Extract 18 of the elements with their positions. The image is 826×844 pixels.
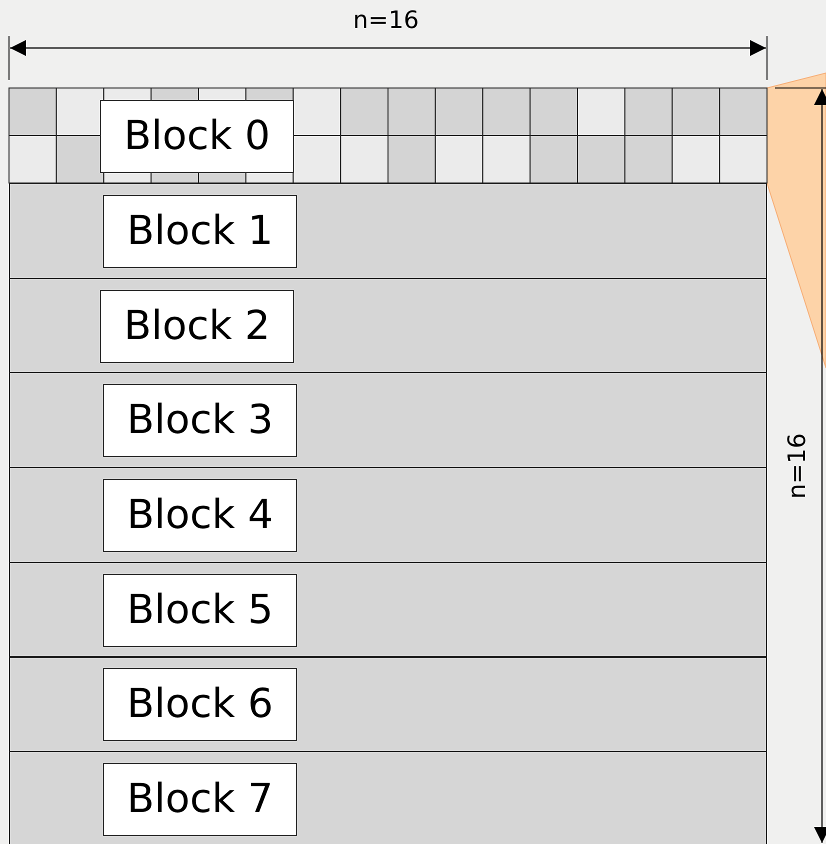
block-label: Block 6 xyxy=(103,668,297,742)
memory-block xyxy=(9,751,767,844)
memory-block xyxy=(9,372,767,468)
dimension-label: n=16 xyxy=(353,6,419,34)
block-label: Block 5 xyxy=(103,574,297,647)
dimension-label: n=16 xyxy=(782,433,811,499)
memory-block xyxy=(9,467,767,563)
memory-block xyxy=(9,562,767,658)
block-label: Block 7 xyxy=(103,763,297,836)
block-label: Block 3 xyxy=(103,384,297,458)
memory-block xyxy=(9,278,767,374)
memory-block xyxy=(9,656,767,752)
block-label: Block 0 xyxy=(100,100,294,173)
block-label: Block 2 xyxy=(100,290,294,363)
memory-block xyxy=(9,183,767,279)
block-label: Block 1 xyxy=(103,194,297,268)
block-label: Block 4 xyxy=(103,478,297,552)
zoom-wedge xyxy=(766,72,826,368)
